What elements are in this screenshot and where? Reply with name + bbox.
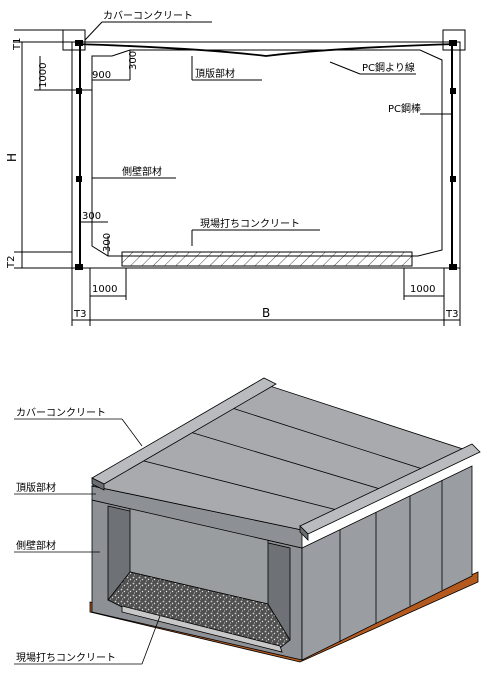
dim-t1: T1: [12, 38, 23, 51]
anchor-br: [449, 264, 457, 270]
dim-1000-right: 1000: [410, 284, 435, 295]
base-plate: [89, 571, 479, 663]
cross-section: [14, 21, 466, 326]
iso-leaders: [14, 418, 161, 665]
anchor-tl: [75, 40, 83, 46]
anchor-tr: [449, 40, 457, 46]
dim-300-vertical: 300: [102, 233, 113, 252]
iso-label-cast-in-place: 現場打ちコンクリート: [16, 651, 116, 664]
dim-b: B: [262, 306, 270, 320]
box-outline: [71, 41, 461, 269]
inner-outline: [91, 49, 443, 257]
anchors: [75, 40, 457, 270]
anchor-bl: [75, 264, 83, 270]
iso-label-cover: カバーコンクリート: [16, 407, 106, 419]
section-label-cast-in-place: 現場打ちコンクリート: [200, 217, 300, 230]
right-side-face: [301, 465, 473, 661]
cast-strip: [121, 605, 283, 653]
section-label-cover: カバーコンクリート: [103, 10, 193, 22]
iso-label-side-wall: 側壁部材: [16, 539, 56, 552]
section-label-side-wall: 側壁部材: [122, 165, 162, 178]
dim-1000-left: 1000: [92, 284, 117, 295]
dim-300-horizontal: 300: [82, 211, 101, 222]
cast-in-place-hatch: [121, 251, 413, 267]
dim-900: 900: [92, 70, 111, 81]
dim-1000-vertical: 1000: [38, 63, 49, 88]
dim-t3-left: T3: [73, 309, 86, 320]
section-label-pc-bar: PC鋼棒: [388, 102, 421, 115]
dim-300-top: 300: [128, 51, 139, 70]
isometric-view: [89, 377, 481, 663]
dim-t2: T2: [6, 256, 17, 269]
section-label-top-slab: 頂版部材: [195, 67, 235, 80]
dim-h: H: [5, 153, 19, 162]
pc-strand-line: [75, 43, 457, 57]
section-label-pc-strand: PC鋼より線: [362, 61, 415, 74]
dim-t3-right: T3: [445, 309, 458, 320]
iso-label-top-slab: 頂版部材: [16, 481, 56, 494]
cover-block-right: [442, 29, 466, 51]
